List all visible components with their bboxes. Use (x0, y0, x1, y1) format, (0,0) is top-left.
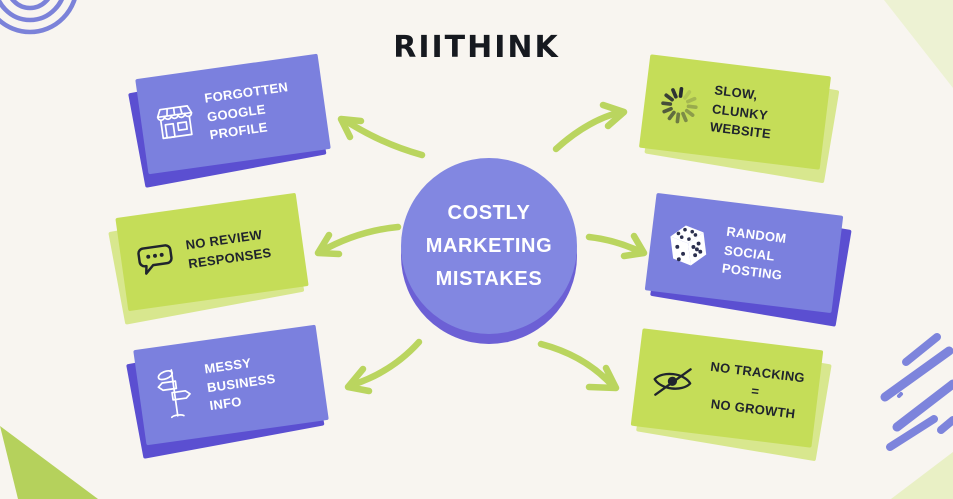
eye-slash-icon (647, 361, 697, 402)
corner-wedge-bottom-left (0, 426, 98, 499)
card-face: NO REVIEW RESPONSES (115, 192, 309, 312)
arrow-to-middle-right (585, 232, 648, 260)
card-random-social-posting: RANDOM SOCIAL POSTING (644, 192, 852, 327)
card-face: RANDOM SOCIAL POSTING (644, 192, 844, 314)
card-no-review-responses: NO REVIEW RESPONSES (108, 192, 309, 325)
signpost-icon (149, 362, 200, 424)
center-node: COSTLY MARKETING MISTAKES (401, 158, 577, 334)
card-face: SLOW, CLUNKY WEBSITE (638, 54, 832, 170)
arrow-to-bottom-right (537, 340, 620, 392)
card-label: NO REVIEW RESPONSES (184, 227, 273, 272)
arrow-to-bottom-left (344, 338, 423, 395)
brush-strokes-icon (880, 333, 953, 451)
card-face: NO TRACKING = NO GROWTH (630, 328, 824, 448)
page-title: RIITHINK (393, 30, 560, 65)
chat-bubble-icon (132, 239, 179, 281)
card-face: FORGOTTEN GOOGLE PROFILE (135, 53, 331, 175)
card-label: FORGOTTEN GOOGLE PROFILE (203, 78, 290, 143)
card-label: SLOW, CLUNKY WEBSITE (709, 82, 772, 142)
card-label: NO TRACKING = NO GROWTH (709, 358, 806, 422)
arrow-to-top-left (337, 115, 426, 159)
card-messy-business-info: MESSY BUSINESS INFO (126, 324, 329, 459)
dice-icon (661, 218, 717, 274)
arrow-to-top-right (552, 101, 628, 153)
card-slow-clunky-website: SLOW, CLUNKY WEBSITE (638, 54, 840, 184)
storefront-icon (152, 98, 199, 145)
loading-spinner-icon (655, 81, 704, 130)
card-forgotten-google-profile: FORGOTTEN GOOGLE PROFILE (128, 53, 331, 188)
corner-triangle-bottom-right (891, 452, 953, 499)
card-label: MESSY BUSINESS INFO (203, 354, 277, 414)
center-node-label: COSTLY MARKETING MISTAKES (425, 201, 553, 290)
concentric-rings-icon (0, 0, 77, 35)
card-label: RANDOM SOCIAL POSTING (721, 223, 788, 284)
card-no-tracking-no-growth: NO TRACKING = NO GROWTH (630, 328, 832, 462)
card-face: MESSY BUSINESS INFO (133, 324, 329, 446)
arrow-to-middle-left (314, 223, 402, 258)
